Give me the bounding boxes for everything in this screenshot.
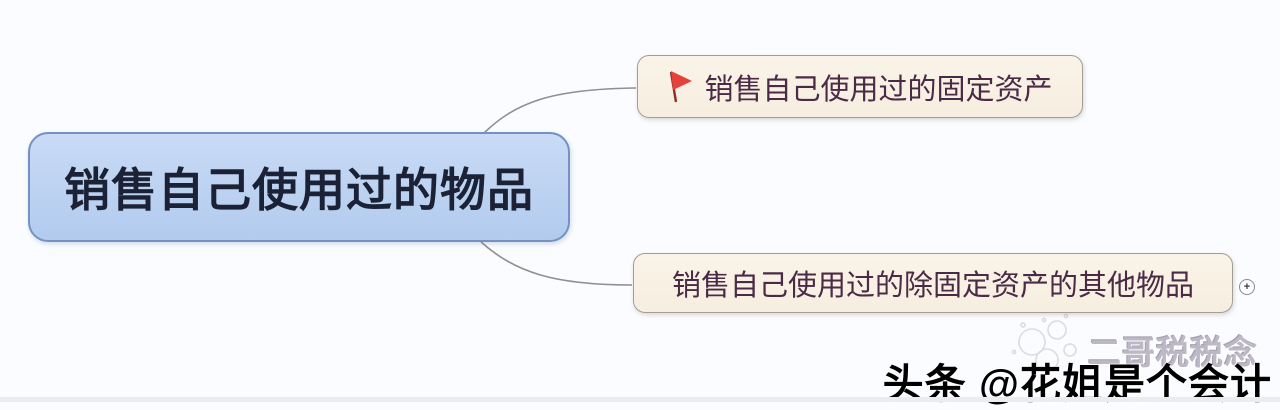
child-topic-label: 销售自己使用过的固定资产 — [704, 73, 1053, 106]
watermark-text: 二哥税税念 — [1088, 334, 1258, 371]
root-topic-label: 销售自己使用过的物品 — [64, 165, 534, 216]
plus-circle-icon[interactable]: + — [1239, 279, 1255, 295]
child-topic-other-items[interactable]: 销售自己使用过的除固定资产的其他物品 — [633, 253, 1233, 313]
child-topic-label: 销售自己使用过的除固定资产的其他物品 — [671, 270, 1194, 302]
root-topic-node[interactable]: 销售自己使用过的物品 — [28, 132, 570, 242]
child-topic-fixed-assets[interactable]: 销售自己使用过的固定资产 — [637, 55, 1083, 118]
red-flag-icon — [667, 70, 693, 104]
branch-connector-top — [481, 87, 637, 136]
bottom-edge-strip — [0, 397, 1280, 402]
branch-connector-bottom — [480, 241, 633, 286]
